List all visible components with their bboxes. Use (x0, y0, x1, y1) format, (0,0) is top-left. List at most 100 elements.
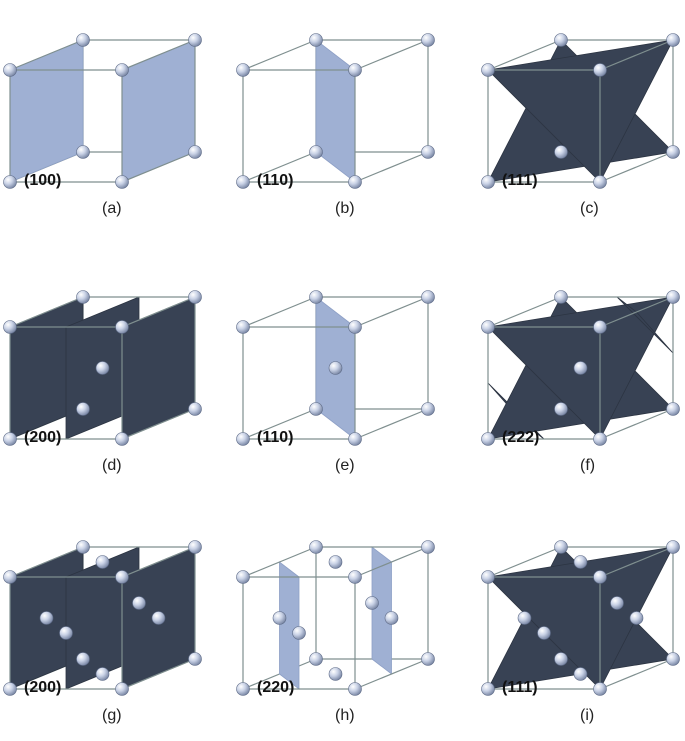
atom (115, 682, 129, 696)
lattice-plane (616, 296, 674, 354)
atom (593, 570, 607, 584)
panel-h: (220) (h) (236, 540, 435, 724)
atom (666, 652, 680, 666)
atom (76, 33, 90, 47)
panel-caption: (f) (580, 457, 595, 474)
atom (421, 402, 435, 416)
atom (95, 361, 110, 375)
lattice-plane (121, 39, 196, 183)
cube-edge (599, 546, 674, 578)
atom (666, 33, 680, 47)
atom (365, 596, 379, 610)
panel-f: (222)(f) (481, 290, 680, 474)
atom (554, 290, 568, 304)
atom (481, 682, 495, 696)
atom (76, 540, 90, 554)
atom (3, 432, 17, 446)
atom (328, 555, 343, 569)
cube-edge (354, 546, 429, 578)
cube-edge (121, 408, 196, 440)
atom (115, 63, 129, 77)
atom (573, 361, 588, 375)
miller-index-label: (100) (24, 172, 61, 189)
atom (666, 290, 680, 304)
atom (132, 596, 146, 610)
atom (554, 402, 568, 416)
miller-index-label: (200) (24, 429, 61, 446)
atom (348, 432, 362, 446)
panel-i: (111)(i) (481, 540, 680, 724)
atom (421, 33, 435, 47)
atom (517, 611, 532, 625)
atom (188, 290, 202, 304)
atom (95, 555, 110, 569)
miller-index-label: (200) (24, 679, 61, 696)
cube-edge (9, 546, 84, 578)
panel-caption: (g) (102, 707, 122, 724)
atom (348, 682, 362, 696)
atom (3, 570, 17, 584)
atom (236, 432, 250, 446)
atom (629, 611, 644, 625)
panel-g: (200) (g) (3, 540, 202, 724)
atom (573, 555, 588, 569)
atom (3, 320, 17, 334)
cube-edge (242, 296, 317, 328)
atom (481, 570, 495, 584)
atom (309, 652, 323, 666)
atom (421, 652, 435, 666)
cube-edge (9, 296, 84, 328)
atom (537, 626, 551, 640)
panel-caption: (a) (102, 200, 122, 217)
cube-edge (9, 39, 84, 71)
atom (328, 667, 343, 681)
atom (76, 652, 90, 666)
cube-edge (354, 151, 429, 183)
panel-caption: (h) (335, 707, 355, 724)
cube-edge (487, 546, 562, 578)
cube-edge (242, 546, 317, 578)
miller-index-label: (220) (257, 679, 294, 696)
cube-edge (354, 296, 429, 328)
atom (348, 63, 362, 77)
lattice-plane (279, 561, 300, 690)
atom (76, 402, 90, 416)
lattice-plane (315, 39, 356, 183)
atom (59, 626, 73, 640)
cube-edge (121, 151, 196, 183)
panel-caption: (d) (102, 457, 122, 474)
atom (236, 570, 250, 584)
atom (309, 33, 323, 47)
atom (115, 570, 129, 584)
cube-edge (599, 658, 674, 690)
panel-caption: (c) (580, 200, 599, 217)
atom (292, 626, 306, 640)
cube-edge (599, 296, 674, 328)
atom (236, 175, 250, 189)
atom (421, 540, 435, 554)
panel-e: (110)(e) (236, 290, 435, 474)
atom (554, 33, 568, 47)
atom (593, 63, 607, 77)
atom (328, 361, 343, 375)
atom (188, 652, 202, 666)
atom (115, 432, 129, 446)
atom (188, 145, 202, 159)
atom (95, 667, 110, 681)
cube-edge (599, 39, 674, 71)
cube-edge-back (242, 151, 317, 183)
panel-d: (200) (d) (3, 290, 202, 474)
miller-index-label: (110) (257, 429, 293, 446)
atom (115, 320, 129, 334)
atom (236, 63, 250, 77)
atom (76, 145, 90, 159)
atom (593, 175, 607, 189)
atom (348, 175, 362, 189)
cube-edge (242, 39, 317, 71)
panel-c: (111)(c) (481, 33, 680, 217)
atom (115, 175, 129, 189)
atom (593, 432, 607, 446)
atom (593, 682, 607, 696)
atom (188, 33, 202, 47)
